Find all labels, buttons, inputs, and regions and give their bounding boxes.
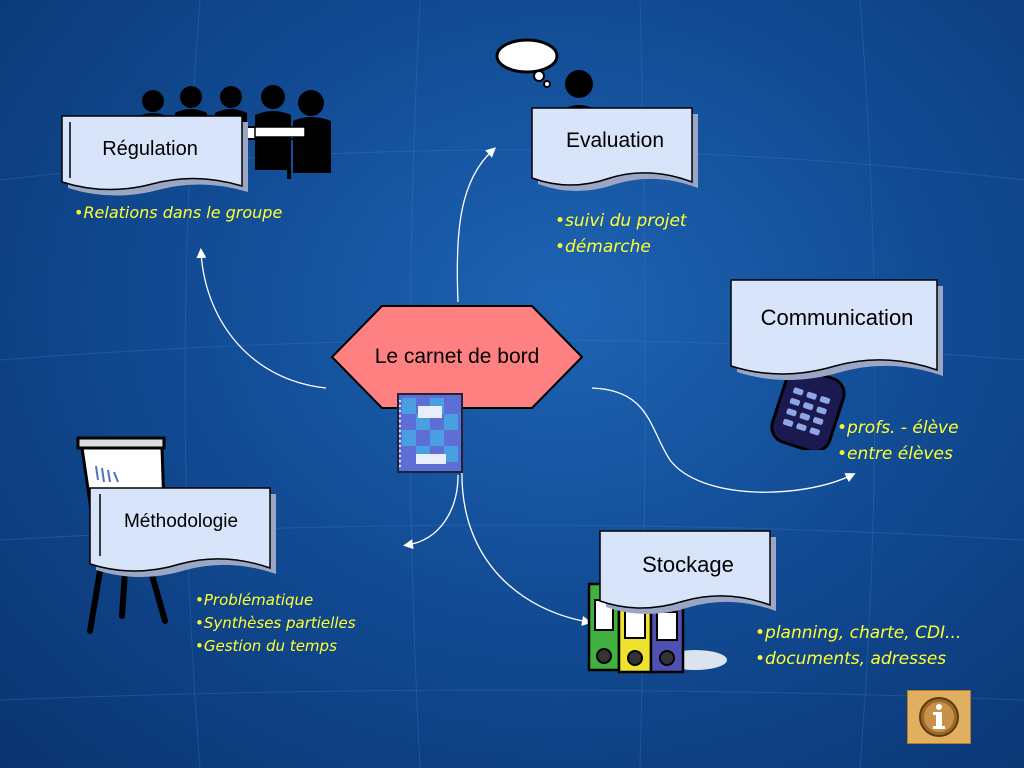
stockage-bullet: documents, adresses (755, 646, 961, 672)
arrow-to-regulation (196, 248, 327, 389)
notebook-icon (397, 393, 463, 473)
stockage-card: Stockage (599, 530, 776, 615)
methodologie-bullet: Gestion du temps (195, 635, 356, 658)
regulation-bullet: Relations dans le groupe (74, 203, 282, 222)
arrow-to-methodologie (403, 474, 459, 550)
methodologie-card: Méthodologie (89, 487, 276, 578)
evaluation-bullets: suivi du projet démarche (555, 208, 687, 260)
methodologie-bullet: Synthèses partielles (195, 612, 356, 635)
evaluation-bullet: suivi du projet (555, 208, 687, 234)
mobile-phone-icon (770, 370, 846, 450)
arrow-to-communication (591, 387, 856, 493)
methodologie-bullet: Problématique (195, 589, 356, 612)
evaluation-card: Evaluation (531, 107, 698, 192)
stockage-title: Stockage (642, 552, 734, 577)
center-hexagon: Le carnet de bord (330, 304, 584, 410)
thinking-person-icon (495, 38, 605, 116)
communication-bullets: profs. - élève entre élèves (837, 415, 959, 467)
center-label: Le carnet de bord (374, 345, 540, 368)
info-button[interactable] (907, 690, 971, 744)
arrow-to-evaluation (456, 147, 496, 303)
evaluation-title: Evaluation (565, 129, 665, 152)
regulation-card: Régulation (61, 115, 248, 196)
communication-card: Communication (730, 279, 943, 382)
regulation-bullets: Relations dans le groupe (74, 203, 282, 222)
communication-title: Communication (760, 305, 914, 330)
methodologie-title: Méthodologie (123, 511, 239, 532)
info-icon (919, 697, 959, 737)
arrow-to-stockage (461, 469, 592, 626)
evaluation-bullet: démarche (555, 234, 687, 260)
stockage-bullet: planning, charte, CDI... (755, 620, 961, 646)
stockage-bullets: planning, charte, CDI... documents, adre… (755, 620, 961, 672)
methodologie-bullets: Problématique Synthèses partielles Gesti… (195, 589, 356, 658)
regulation-title: Régulation (102, 137, 198, 160)
communication-bullet: entre élèves (837, 441, 959, 467)
communication-bullet: profs. - élève (837, 415, 959, 441)
